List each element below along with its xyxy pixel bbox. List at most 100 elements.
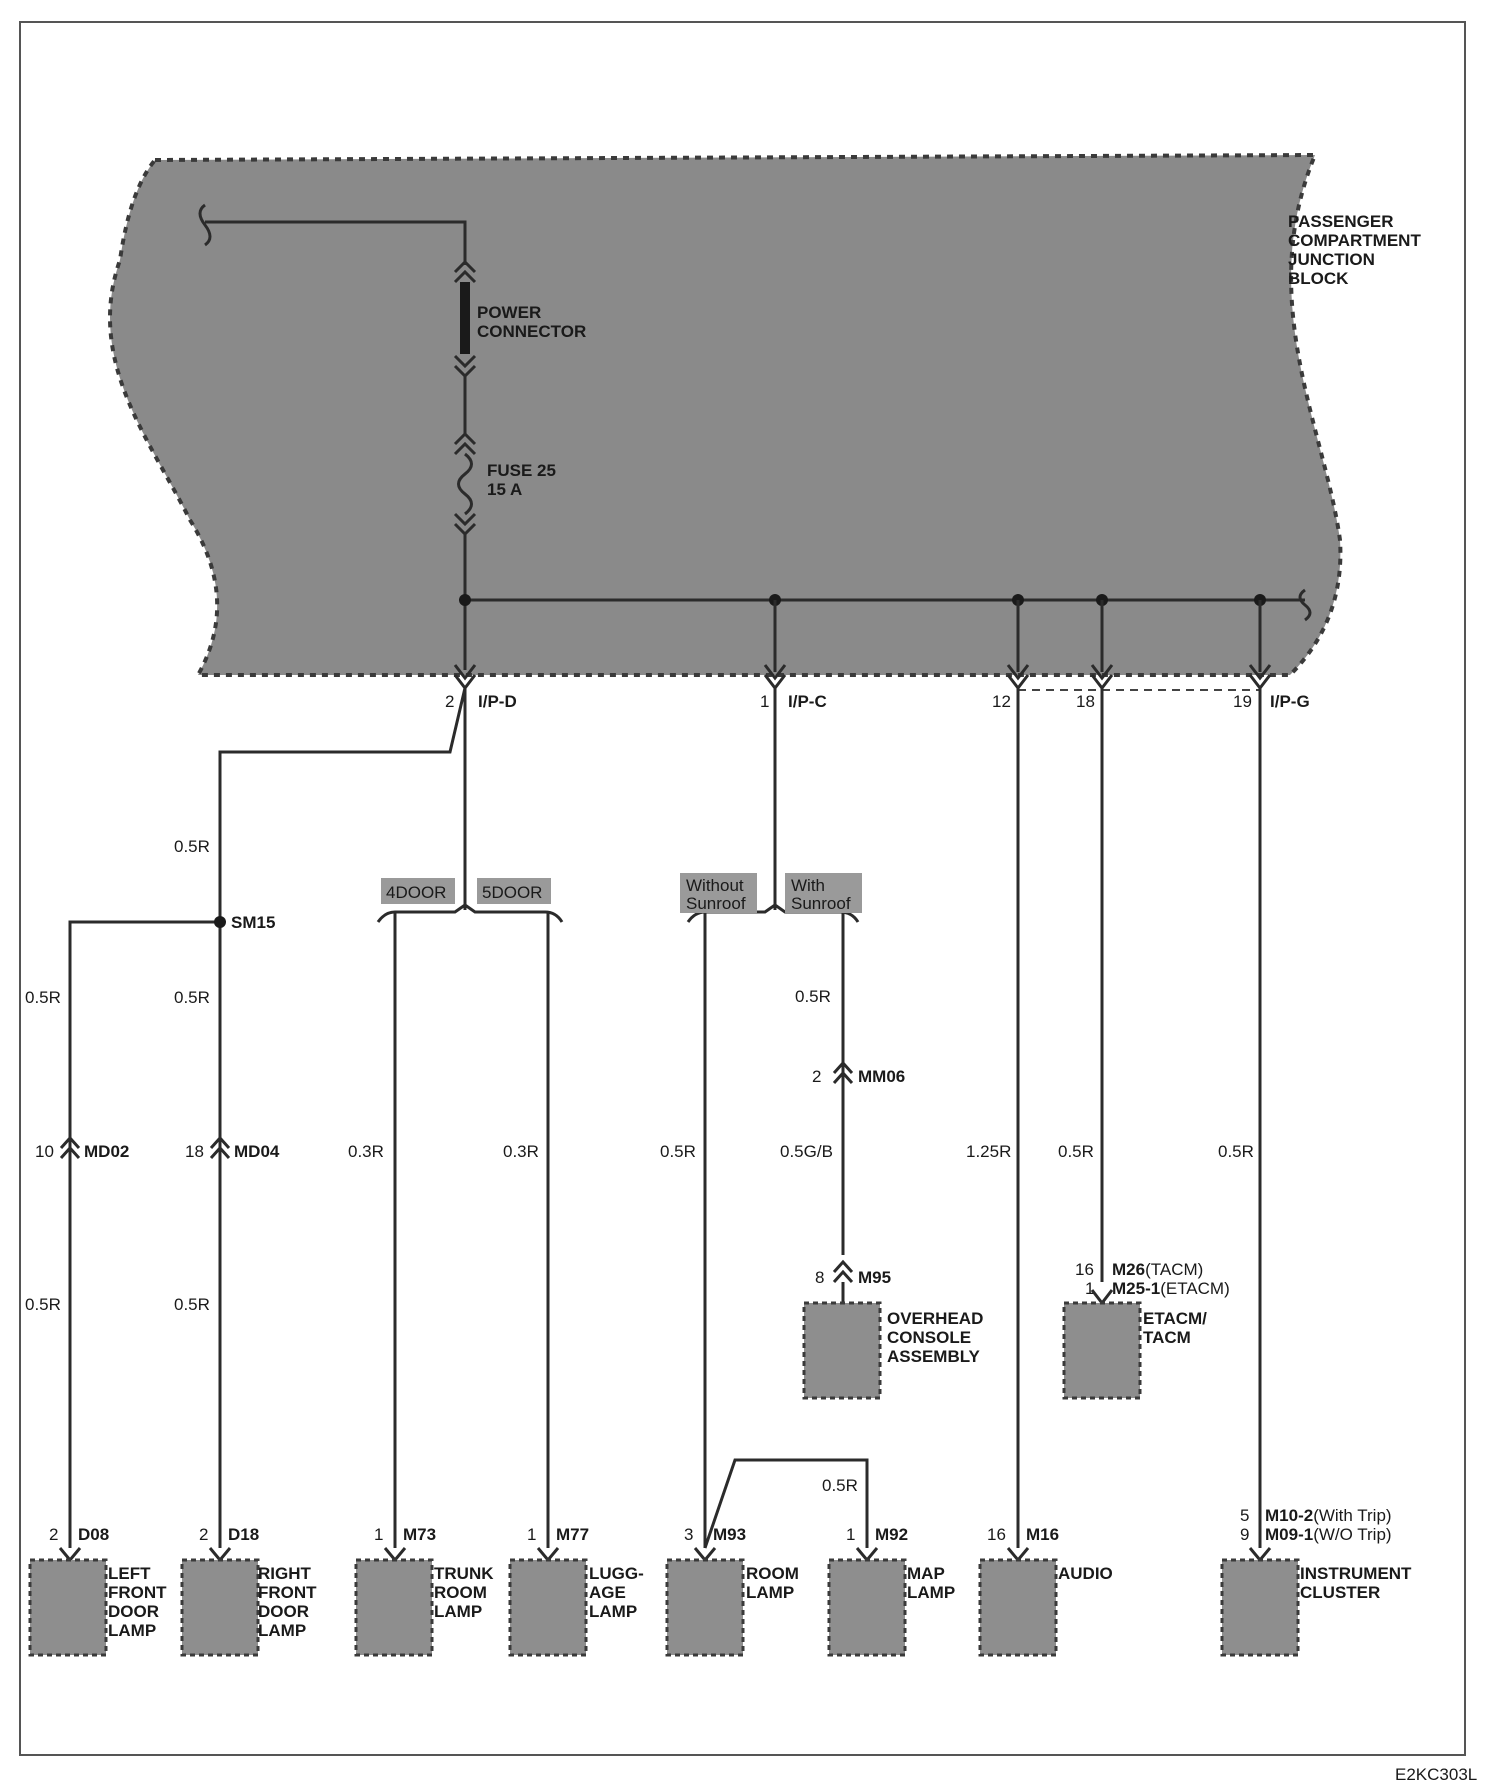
luggage-lamp-box: [508, 1558, 588, 1657]
svg-text:ROOM: ROOM: [434, 1583, 487, 1602]
option-with-sunroof-label: Sunroof: [791, 894, 851, 913]
diagram-code: E2KC303L: [1395, 1765, 1477, 1784]
connector-m26-symbol: [1090, 1289, 1114, 1306]
d08-pin: 2: [49, 1525, 58, 1544]
etacm-box: [1062, 1301, 1142, 1400]
wire-label: 1.25R: [966, 1142, 1011, 1161]
d08-name: D08: [78, 1525, 109, 1544]
junction-block-name: PASSENGER COMPARTMENT JUNCTION BLOCK: [1288, 212, 1421, 288]
svg-text:LUGG-: LUGG-: [589, 1564, 644, 1583]
m10-label: M10-2(With Trip): [1265, 1506, 1392, 1525]
left-front-door-lamp-label: LEFT FRONT DOOR LAMP: [108, 1564, 167, 1640]
svg-text:POWER: POWER: [477, 303, 541, 322]
svg-text:PASSENGER: PASSENGER: [1288, 212, 1394, 231]
svg-text:OVERHEAD: OVERHEAD: [887, 1309, 983, 1328]
map-lamp-box: [827, 1558, 907, 1657]
trunk-room-lamp-label: TRUNK ROOM LAMP: [434, 1564, 494, 1621]
audio-label: AUDIO: [1058, 1564, 1113, 1583]
svg-text:CONSOLE: CONSOLE: [887, 1328, 971, 1347]
trunk-room-lamp-box: [354, 1558, 434, 1657]
wire-label: 0.5R: [1058, 1142, 1094, 1161]
connector-m95-symbol: [832, 1259, 854, 1284]
power-connector: [453, 259, 477, 379]
md04-name: MD04: [234, 1142, 280, 1161]
ipg-pin-12: 12: [992, 692, 1011, 711]
diagram-frame: [19, 21, 1466, 1756]
wire-label: 0.5R: [174, 988, 210, 1007]
left-front-door-lamp-box: [28, 1558, 108, 1657]
d18-pin: 2: [199, 1525, 208, 1544]
m16-pin: 16: [987, 1525, 1006, 1544]
m73-name: M73: [403, 1525, 436, 1544]
svg-text:CONNECTOR: CONNECTOR: [477, 322, 586, 341]
instrument-cluster-label: INSTRUMENT CLUSTER: [1300, 1564, 1412, 1602]
svg-text:15 A: 15 A: [487, 480, 522, 499]
wire-battery-feed: [205, 220, 467, 265]
svg-text:FRONT: FRONT: [108, 1583, 167, 1602]
option-with-sunroof-box: [785, 873, 862, 913]
md04-pin: 18: [185, 1142, 204, 1161]
room-lamp-box: [665, 1558, 745, 1657]
svg-text:COMPARTMENT: COMPARTMENT: [1288, 231, 1421, 250]
junction-block: [108, 152, 1343, 677]
svg-text:BLOCK: BLOCK: [1288, 269, 1349, 288]
md02-name: MD02: [84, 1142, 129, 1161]
map-lamp-label: MAP LAMP: [907, 1564, 955, 1602]
d18-name: D18: [228, 1525, 259, 1544]
connector-md04-symbol: [209, 1135, 231, 1160]
m25-label: M25-1(ETACM): [1112, 1279, 1230, 1298]
svg-text:LAMP: LAMP: [108, 1621, 156, 1640]
wire-label: 0.5R: [1218, 1142, 1254, 1161]
svg-text:TACM: TACM: [1143, 1328, 1191, 1347]
bottom-connector-symbols: [58, 1547, 1272, 1563]
m77-name: M77: [556, 1525, 589, 1544]
svg-text:RIGHT: RIGHT: [258, 1564, 312, 1583]
instrument-cluster-box: [1220, 1558, 1300, 1657]
m73-pin: 1: [374, 1525, 383, 1544]
room-lamp-label: ROOM LAMP: [746, 1564, 799, 1602]
m16-name: M16: [1026, 1525, 1059, 1544]
svg-text:TRUNK: TRUNK: [434, 1564, 494, 1583]
ipg-name: I/P-G: [1270, 692, 1310, 711]
svg-text:LAMP: LAMP: [907, 1583, 955, 1602]
m10-pin: 5: [1240, 1506, 1249, 1525]
ipd-name: I/P-D: [478, 692, 517, 711]
svg-text:LAMP: LAMP: [258, 1621, 306, 1640]
svg-text:DOOR: DOOR: [258, 1602, 309, 1621]
svg-text:FUSE 25: FUSE 25: [487, 461, 556, 480]
m26-label: M26(TACM): [1112, 1260, 1203, 1279]
wire-label: 0.5R: [795, 987, 831, 1006]
option-bracket-sunroof: [686, 903, 860, 923]
wire-room-to-map: [703, 1458, 869, 1549]
wire-bus-drops: [773, 600, 1262, 672]
connector-mm06-symbol: [832, 1060, 854, 1085]
power-connector-label: POWER CONNECTOR: [477, 303, 586, 341]
svg-text:AUDIO: AUDIO: [1058, 1564, 1113, 1583]
svg-text:LEFT: LEFT: [108, 1564, 151, 1583]
svg-text:LAMP: LAMP: [746, 1583, 794, 1602]
svg-text:ROOM: ROOM: [746, 1564, 799, 1583]
m92-pin: 1: [846, 1525, 855, 1544]
svg-text:DOOR: DOOR: [108, 1602, 159, 1621]
m95-name: M95: [858, 1268, 891, 1287]
m09-pin: 9: [1240, 1525, 1249, 1544]
m95-pin: 8: [815, 1268, 824, 1287]
svg-text:ETACM/: ETACM/: [1143, 1309, 1207, 1328]
svg-text:MAP: MAP: [907, 1564, 945, 1583]
wire-label: 0.5R: [174, 837, 210, 856]
right-front-door-lamp-box: [180, 1558, 260, 1657]
connector-md02-symbol: [59, 1135, 81, 1160]
wire-label: 0.5R: [25, 1295, 61, 1314]
m93-pin: 3: [684, 1525, 693, 1544]
svg-text:CLUSTER: CLUSTER: [1300, 1583, 1380, 1602]
ipg-pin-18: 18: [1076, 692, 1095, 711]
mm06-name: MM06: [858, 1067, 905, 1086]
svg-text:ASSEMBLY: ASSEMBLY: [887, 1347, 981, 1366]
wire-label: 0.5R: [25, 988, 61, 1007]
ipg-pin-19: 19: [1233, 692, 1252, 711]
wire-sm15-to-left-door: [68, 920, 220, 1548]
ipd-pin: 2: [445, 692, 454, 711]
wire-label: 0.5R: [822, 1476, 858, 1495]
wire-break-symbol: [198, 203, 212, 247]
